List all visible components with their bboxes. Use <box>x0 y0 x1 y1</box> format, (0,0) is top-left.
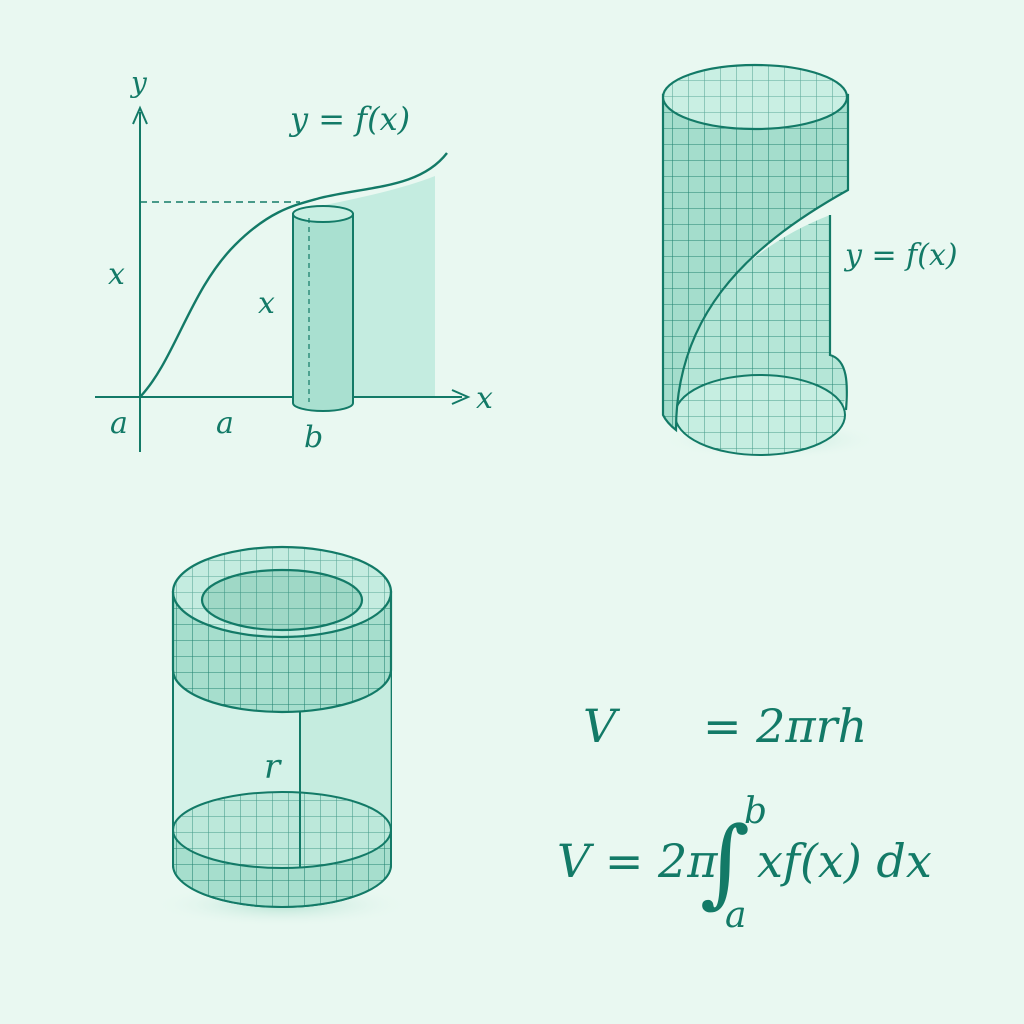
left-height-label: x <box>108 257 125 292</box>
x-tick-a-label: a <box>216 406 234 441</box>
x-axis-arrow <box>451 389 471 405</box>
x-axis-label: x <box>476 381 493 416</box>
integral-sign: ∫ <box>700 806 750 918</box>
formula-integral-volume: V = 2π ∫ b a xf(x) dx <box>557 791 932 936</box>
x-tick-b-label: b <box>304 420 323 455</box>
y-axis-label: y <box>129 66 148 99</box>
integral-integrand: xf(x) dx <box>757 834 932 888</box>
curve-f <box>139 152 448 398</box>
curve-label: y = f(x) <box>288 100 410 138</box>
integral-prefix: V = 2π <box>557 834 718 888</box>
shell-height-label: x <box>258 286 275 321</box>
shell-volume-lhs: V <box>583 699 621 753</box>
formula-shell-volume: V = 2πrh <box>583 699 867 753</box>
swept-curve-label: y = f(x) <box>843 238 958 273</box>
function-graph: y x y = f(x) x x a a b <box>95 66 493 455</box>
shell-cylinder <box>292 205 354 412</box>
integral-upper-limit: b <box>744 791 767 832</box>
radius-label: r <box>264 747 282 787</box>
origin-label: a <box>110 406 128 441</box>
cylindrical-shell: r <box>152 545 412 927</box>
swept-solid: y = f(x) <box>660 63 958 460</box>
shell-volume-rhs: = 2πrh <box>703 699 867 753</box>
integral-lower-limit: a <box>725 895 746 936</box>
y-axis-arrow <box>132 105 148 125</box>
